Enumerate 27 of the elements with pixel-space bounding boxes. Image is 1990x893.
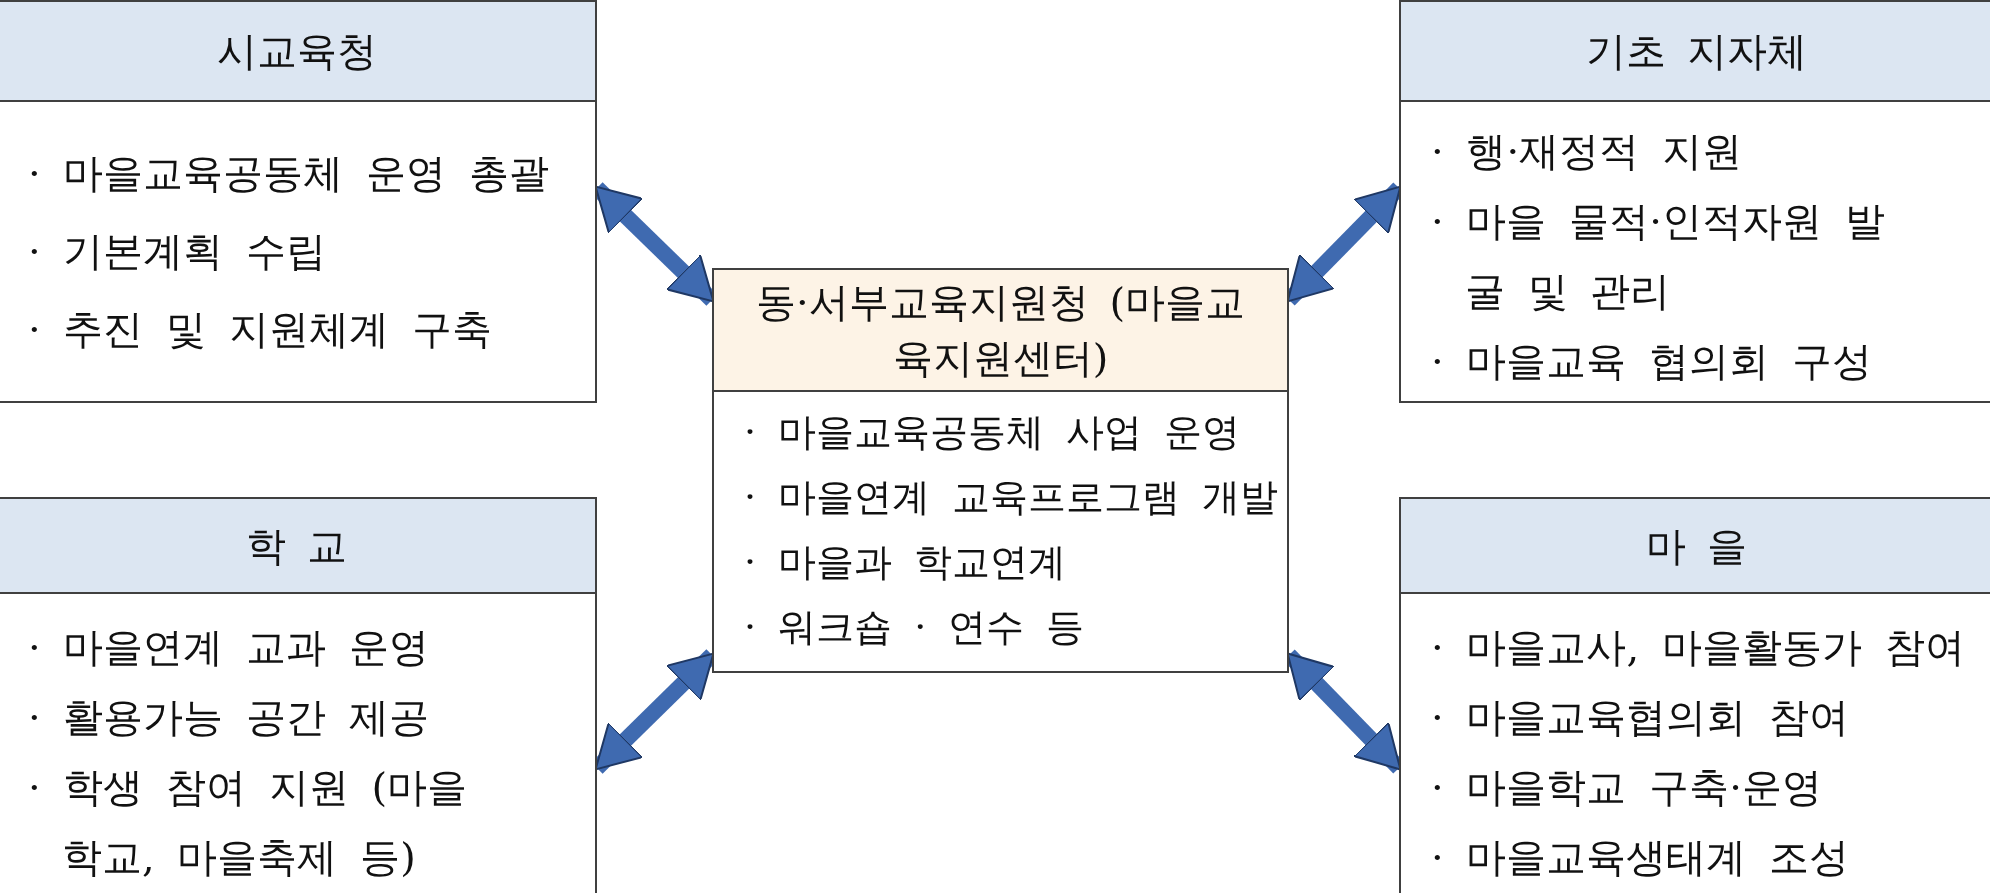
bullet-item: · 마을연계 교과 운영 xyxy=(28,623,430,672)
box-heading: 마 을 xyxy=(1646,521,1747,571)
bullet-item: · 마을연계 교육프로그램 개발 xyxy=(744,474,1280,521)
bullet-item: · 마을교육협의회 참여 xyxy=(1431,693,1851,742)
box-heading: 학 교 xyxy=(246,521,347,571)
bullet-item: · 활용가능 공간 제공 xyxy=(28,693,430,742)
bullet-item: · 학생 참여 지원 (마을학교, 마을축제 등) xyxy=(28,763,468,882)
info-box xyxy=(1399,0,1990,403)
bullet-item: · 마을교육공동체 사업 운영 xyxy=(744,409,1242,456)
bullet-item: · 워크숍 · 연수 등 xyxy=(744,604,1086,651)
bullet-item: · 마을 물적·인적자원 발굴 및 관리 xyxy=(1431,197,1886,316)
box-heading: 기초 지자체 xyxy=(1586,27,1807,76)
box-heading: 동·서부교육지원청 (마을교육지원센터) xyxy=(754,278,1246,383)
bullet-item: · 마을교육생태계 조성 xyxy=(1431,833,1851,882)
bullet-item: · 추진 및 지원체계 구축 xyxy=(28,305,493,354)
info-box xyxy=(0,0,597,403)
bullet-item: · 마을교사, 마을활동가 참여 xyxy=(1431,623,1966,672)
bullet-item: · 마을과 학교연계 xyxy=(744,539,1068,586)
info-box xyxy=(1399,497,1990,893)
bullet-item: · 기본계획 수립 xyxy=(28,227,328,276)
bullet-item: · 마을교육공동체 운영 총괄 xyxy=(28,149,550,198)
box-heading: 시교육청 xyxy=(216,27,377,76)
info-box xyxy=(712,268,1289,673)
bullet-item: · 마을학교 구축·운영 xyxy=(1431,763,1823,812)
info-box xyxy=(0,497,597,893)
bullet-item: · 마을교육 협의회 구성 xyxy=(1431,337,1873,386)
bullet-item: · 행·재정적 지원 xyxy=(1431,127,1743,176)
